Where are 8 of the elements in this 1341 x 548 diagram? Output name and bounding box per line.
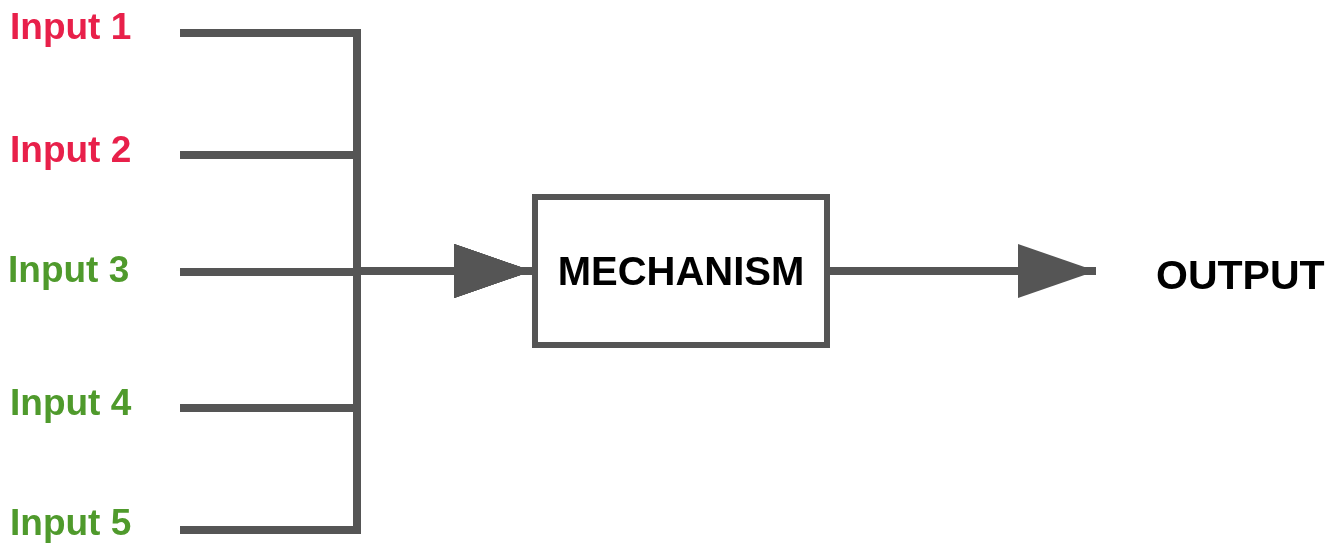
input-label: Input 5 [10, 501, 133, 545]
box-label: MECHANISM [557, 248, 805, 294]
process-box [532, 194, 830, 348]
input-label: Input 2 [10, 128, 133, 172]
input-label: Input 1 [10, 5, 133, 49]
input-label: Input 4 [10, 381, 133, 425]
output-label: OUTPUT [1156, 251, 1325, 299]
input-label: Input 3 [8, 248, 131, 292]
